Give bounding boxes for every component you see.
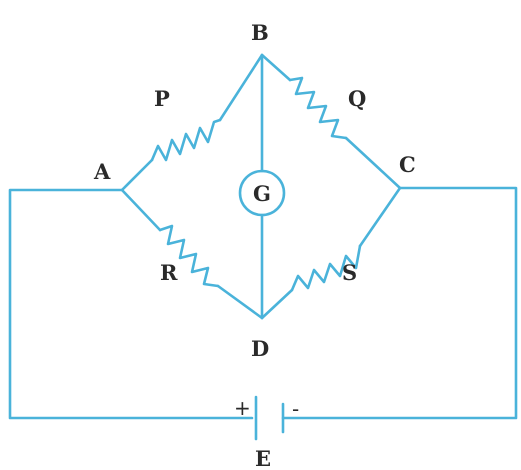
galvanometer-branch (238, 53, 286, 320)
battery-label: E (255, 446, 271, 470)
resistor-label-s: S (342, 260, 357, 285)
galvanometer-label: G (253, 181, 271, 206)
resistor-label-r: R (160, 260, 178, 285)
node-label-a: A (93, 159, 111, 184)
arm-d-c-with-resistor-s (260, 186, 402, 320)
resistor-label-q: Q (348, 86, 366, 111)
node-label-b: B (251, 20, 269, 45)
arm-a-b-with-resistor-p (120, 53, 264, 192)
battery-positive-sign: + (234, 396, 251, 420)
arm-b-c-with-resistor-q (260, 53, 402, 190)
node-label-c: C (399, 152, 416, 177)
node-label-d: D (251, 336, 269, 361)
resistor-label-p: P (154, 86, 170, 111)
battery-negative-sign: - (292, 397, 299, 421)
battery-loop (8, 186, 518, 441)
arm-a-d-with-resistor-r (120, 188, 264, 320)
